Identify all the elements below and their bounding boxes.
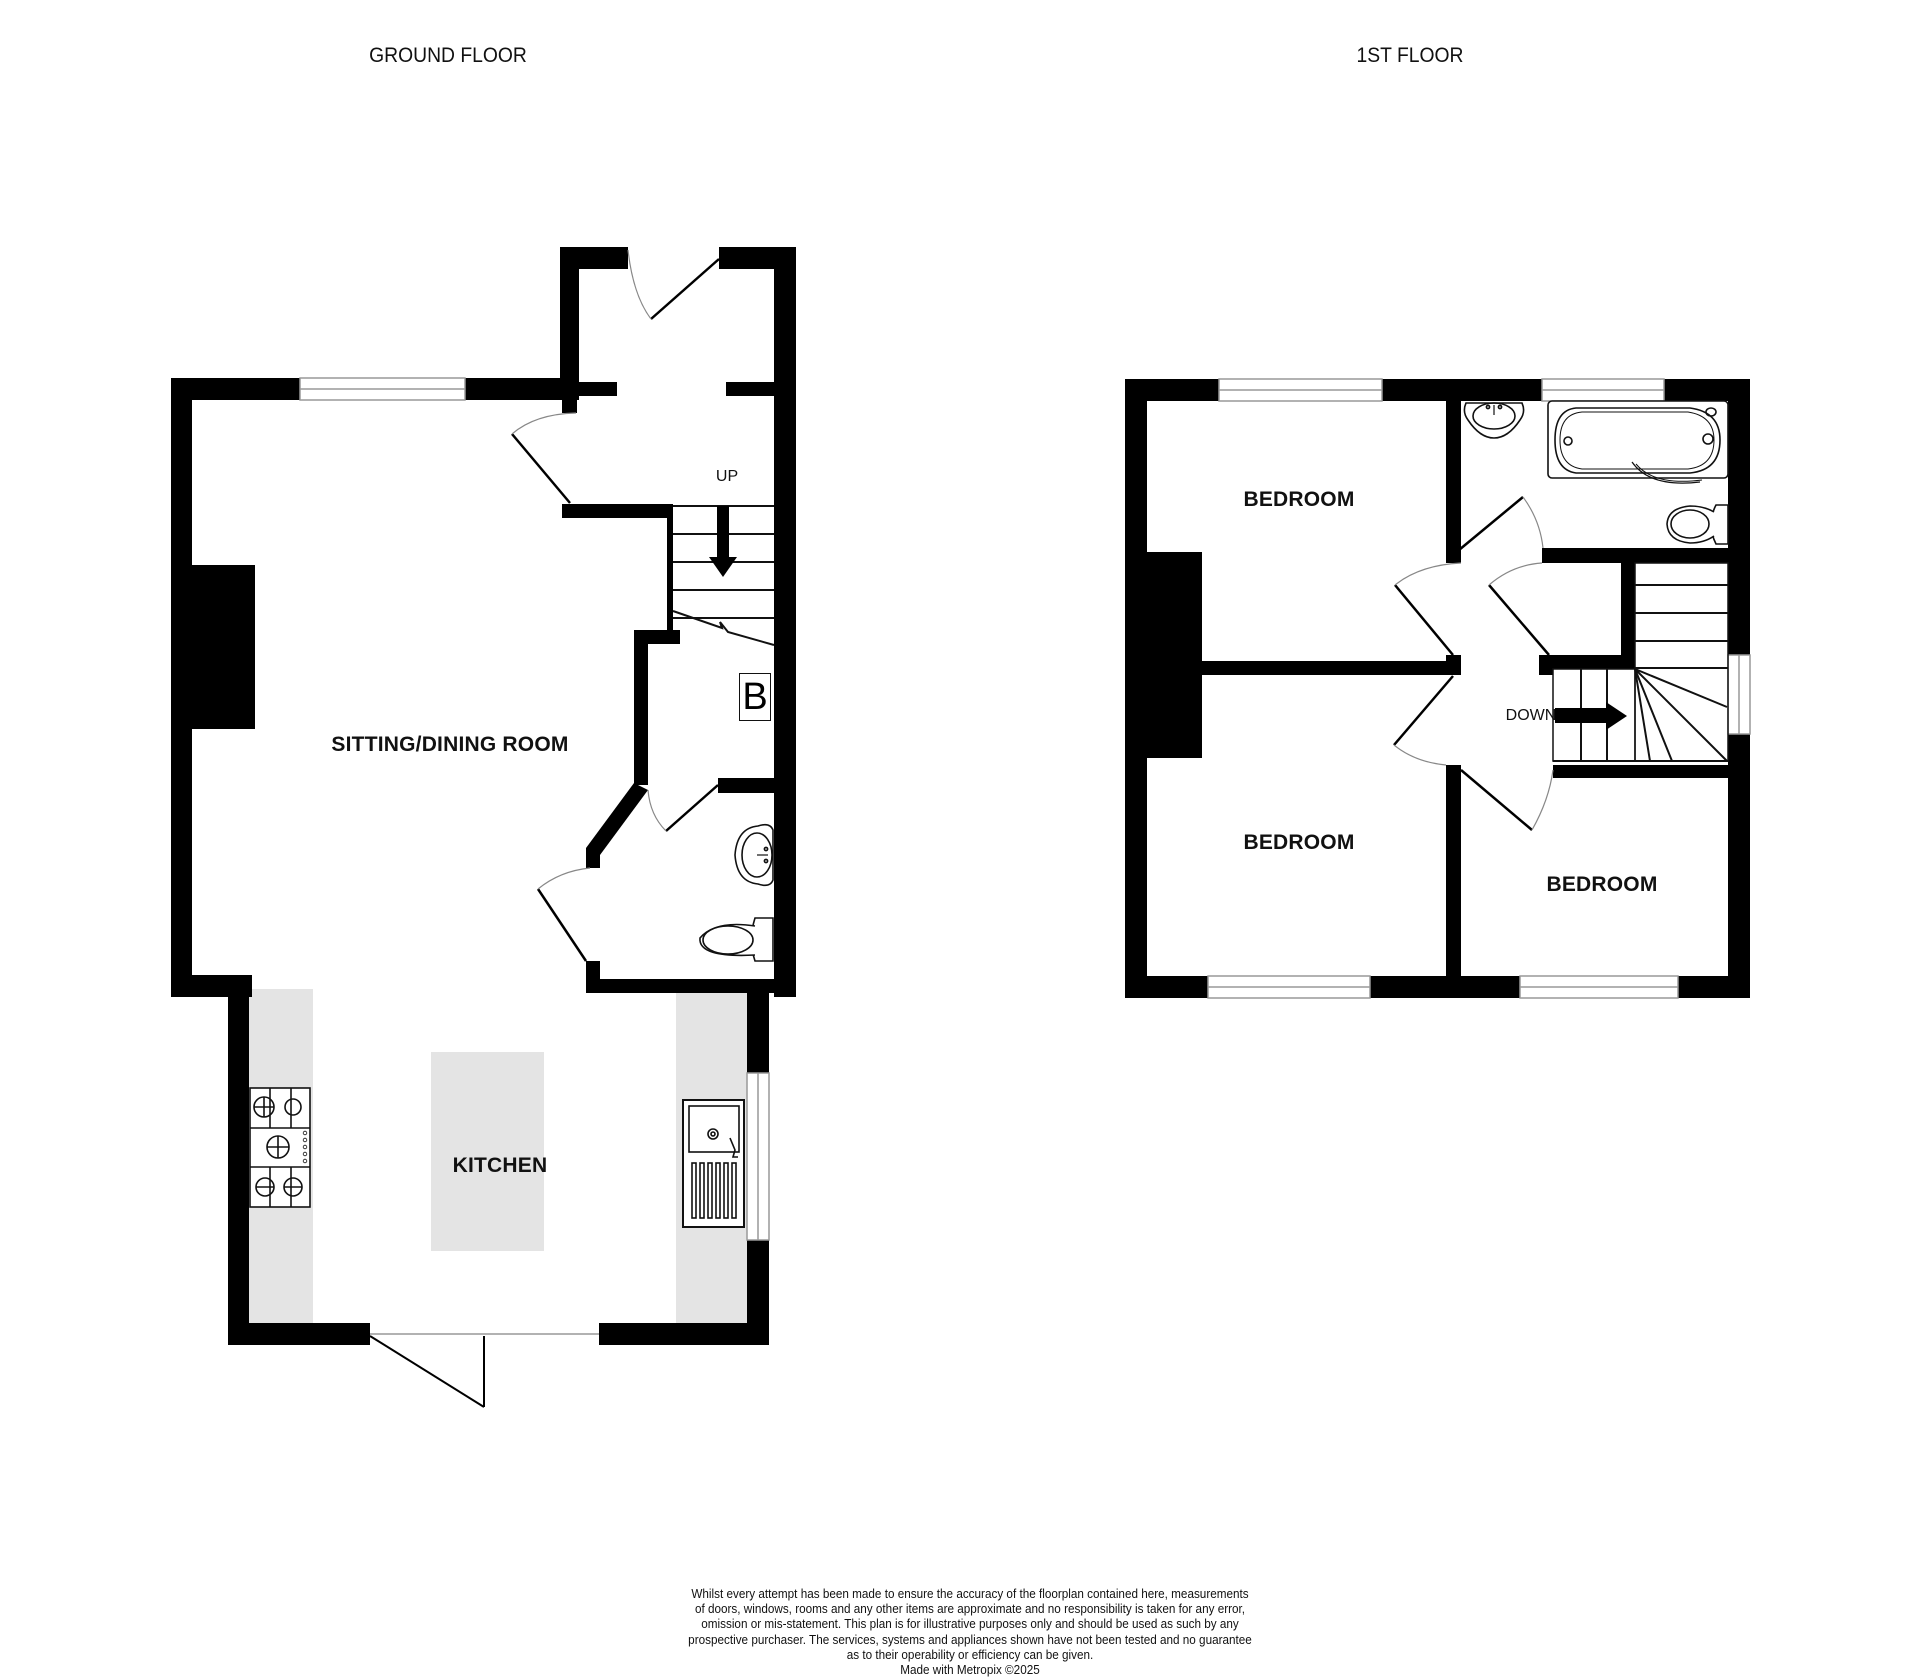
stairs-up-label: UP — [715, 468, 739, 485]
bathroom-basin-icon — [1463, 402, 1525, 439]
kitchen-sink-icon — [682, 1099, 745, 1228]
first-floor-doors — [1393, 496, 1554, 831]
bath-icon — [1547, 400, 1729, 484]
disclaimer-credit: Made with Metropix ©2025 — [900, 1663, 1040, 1678]
bathroom-toilet-icon — [1666, 504, 1729, 545]
room-label-bedroom-3: BEDROOM — [1546, 873, 1658, 896]
hob-icon — [249, 1087, 311, 1208]
chimney-breast-first — [1147, 552, 1202, 758]
room-label-bedroom-1: BEDROOM — [1243, 488, 1355, 511]
disclaimer-line: as to their operability or efficiency ca… — [846, 1647, 1094, 1662]
room-label-bedroom-2: BEDROOM — [1243, 831, 1355, 854]
wc-basin-icon — [734, 823, 774, 887]
disclaimer-line: Whilst every attempt has been made to en… — [691, 1587, 1249, 1601]
kitchen-island — [431, 1052, 544, 1251]
disclaimer-line: prospective purchaser. The services, sys… — [688, 1632, 1252, 1647]
stairs-down-arrow-icon — [1555, 702, 1627, 730]
wc-toilet-icon — [699, 917, 774, 962]
ground-floor-doors — [369, 249, 720, 1408]
chimney-breast-ground — [192, 565, 255, 729]
room-label-kitchen: KITCHEN — [452, 1154, 548, 1177]
ground-floor-title: GROUND FLOOR — [369, 44, 527, 67]
boiler-icon: B — [739, 673, 771, 721]
disclaimer-line: omission or mis-statement. This plan is … — [701, 1617, 1239, 1632]
disclaimer-text: Whilst every attempt has been made to en… — [645, 1587, 1296, 1678]
disclaimer-line: of doors, windows, rooms and any other i… — [694, 1602, 1246, 1617]
ground-floor-plan — [171, 247, 796, 1408]
first-floor-windows — [1207, 378, 1751, 999]
room-label-sitting-dining: SITTING/DINING ROOM — [331, 733, 569, 756]
stairs-up-arrow-icon — [709, 506, 737, 577]
first-floor-plan — [1125, 378, 1751, 999]
first-floor-title: 1ST FLOOR — [1356, 44, 1464, 67]
stairs-down-label: DOWN — [1505, 707, 1557, 724]
ground-floor-walls — [171, 247, 796, 1345]
first-floor-stairs — [1552, 562, 1729, 762]
ground-floor-windows — [299, 377, 770, 1241]
